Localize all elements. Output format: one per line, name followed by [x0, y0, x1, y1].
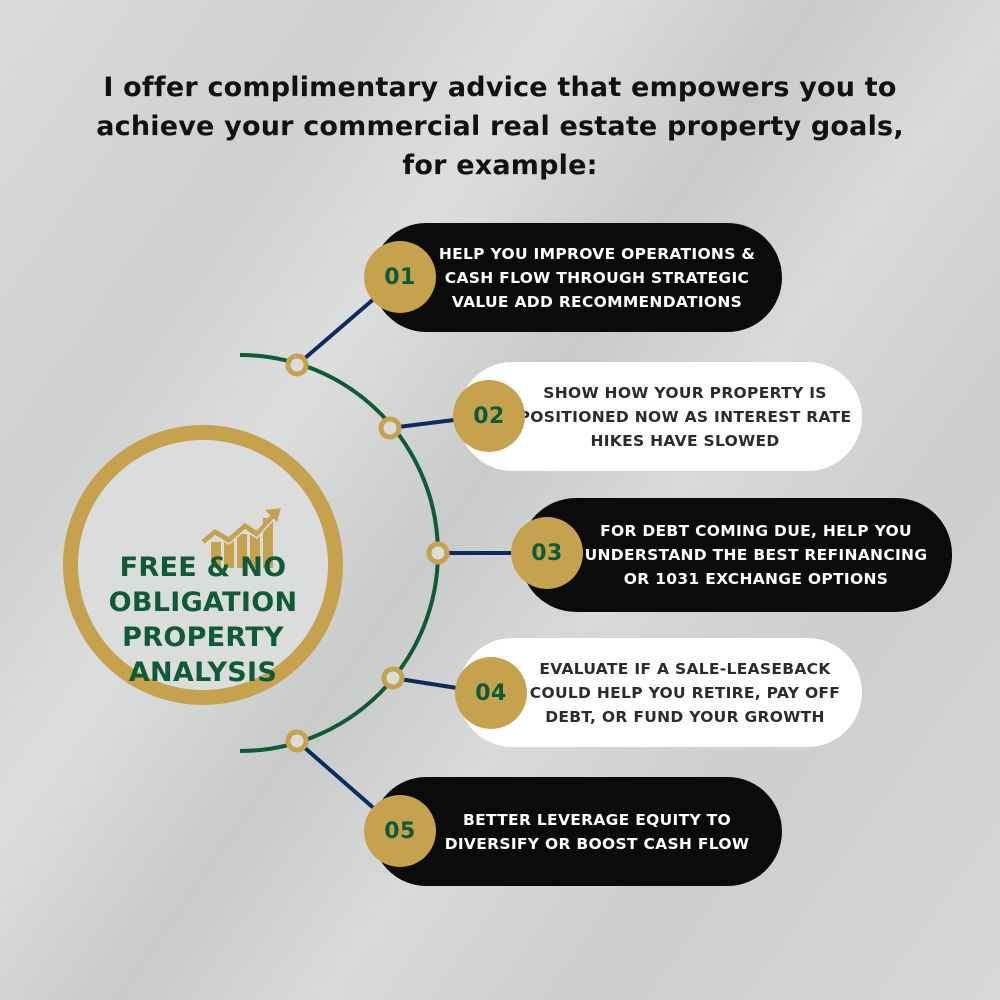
item-card-01: HELP YOU IMPROVE OPERATIONS & CASH FLOW …	[372, 223, 782, 332]
item-number: 05	[384, 818, 416, 844]
headline: I offer complimentary advice that empowe…	[96, 72, 904, 181]
item-number-badge-03: 03	[511, 517, 583, 589]
hub-circle: FREE & NO OBLIGATION PROPERTY ANALYSIS	[63, 425, 343, 705]
item-text: EVALUATE IF A SALE-LEASEBACK COULD HELP …	[529, 659, 841, 726]
item-card-02: SHOW HOW YOUR PROPERTY IS POSITIONED NOW…	[458, 362, 862, 471]
item-number-badge-02: 02	[453, 380, 525, 452]
node-ring-05	[285, 729, 309, 753]
item-number-badge-04: 04	[455, 657, 527, 729]
growth-chart-icon	[201, 508, 281, 568]
item-text: SHOW HOW YOUR PROPERTY IS POSITIONED NOW…	[518, 383, 852, 450]
node-ring-04	[381, 666, 405, 690]
item-number: 01	[384, 264, 416, 290]
item-card-05: BETTER LEVERAGE EQUITY TO DIVERSIFY OR B…	[372, 777, 782, 886]
item-number: 04	[475, 680, 507, 706]
node-ring-01	[285, 353, 309, 377]
item-text: HELP YOU IMPROVE OPERATIONS & CASH FLOW …	[438, 244, 756, 311]
item-card-03: FOR DEBT COMING DUE, HELP YOU UNDERSTAND…	[520, 498, 952, 612]
item-number-badge-01: 01	[364, 241, 436, 313]
connector-line-05	[295, 739, 387, 820]
item-number-badge-05: 05	[364, 795, 436, 867]
item-text: BETTER LEVERAGE EQUITY TO DIVERSIFY OR B…	[444, 810, 750, 853]
item-number: 02	[473, 403, 505, 429]
item-number: 03	[531, 540, 563, 566]
node-ring-02	[378, 416, 402, 440]
hub-title: FREE & NO OBLIGATION PROPERTY ANALYSIS	[108, 552, 298, 688]
node-ring-03	[426, 541, 450, 565]
item-text: FOR DEBT COMING DUE, HELP YOU UNDERSTAND…	[584, 522, 928, 588]
